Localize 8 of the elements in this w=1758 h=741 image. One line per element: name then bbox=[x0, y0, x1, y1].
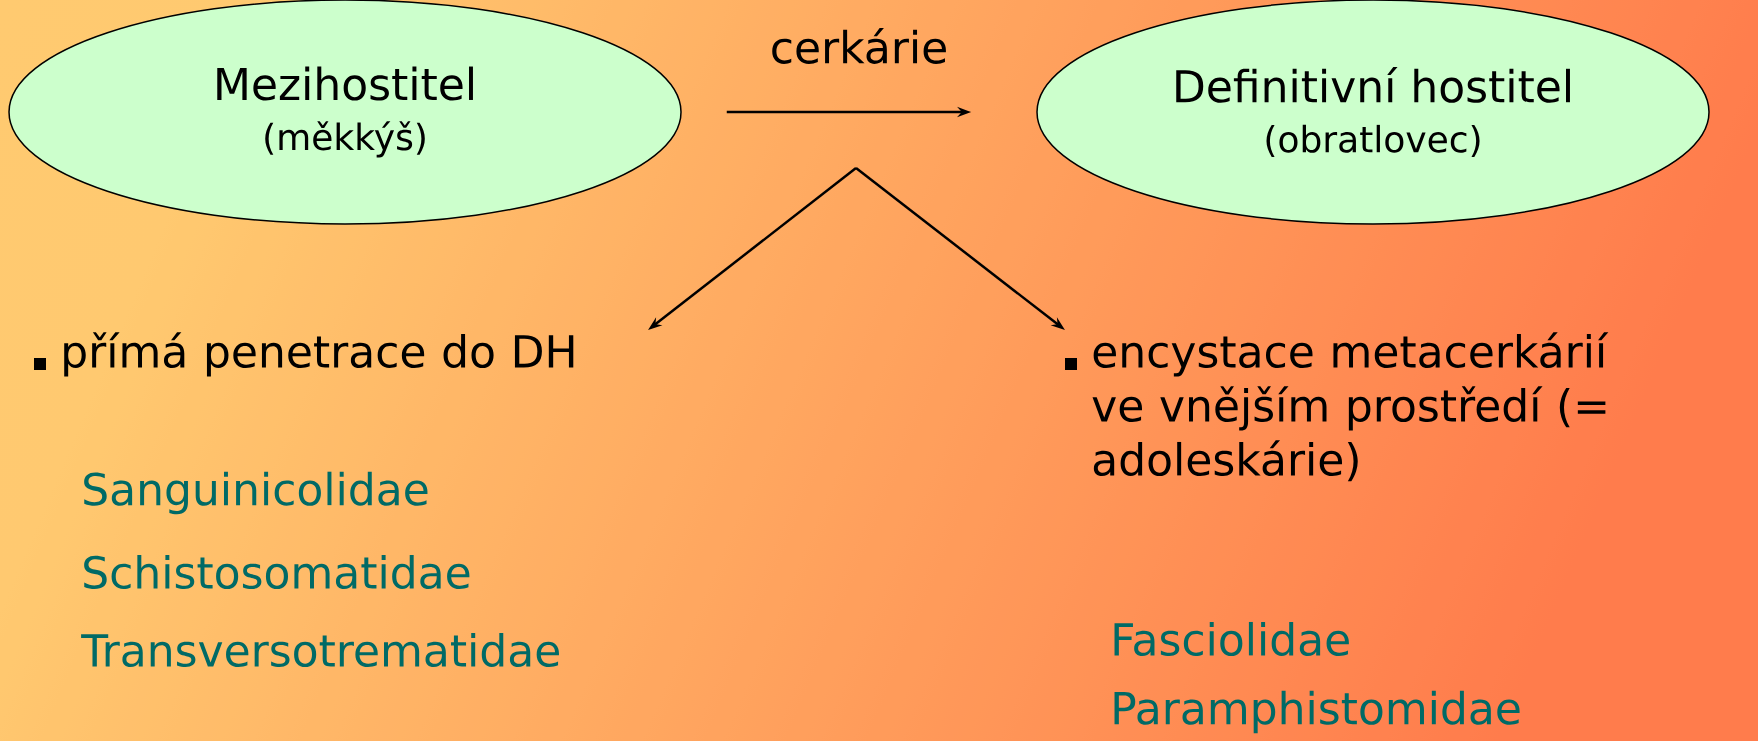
bullet-text: přímá penetrace do DH bbox=[64, 332, 574, 377]
family-name: Paramphistomidae bbox=[1114, 690, 1520, 734]
edge-label: cerkárie bbox=[772, 28, 946, 64]
family-name: Fasciolidae bbox=[1114, 621, 1349, 656]
family-name: Schistosomatidae bbox=[84, 554, 470, 589]
family-name: Transversotrematidae bbox=[81, 632, 559, 667]
family-name: Sanguinicolidae bbox=[84, 471, 428, 515]
bullet-text: encystace metacerkárií ve vnějším prostředí (= adoleskárie) bbox=[1092, 332, 1609, 482]
